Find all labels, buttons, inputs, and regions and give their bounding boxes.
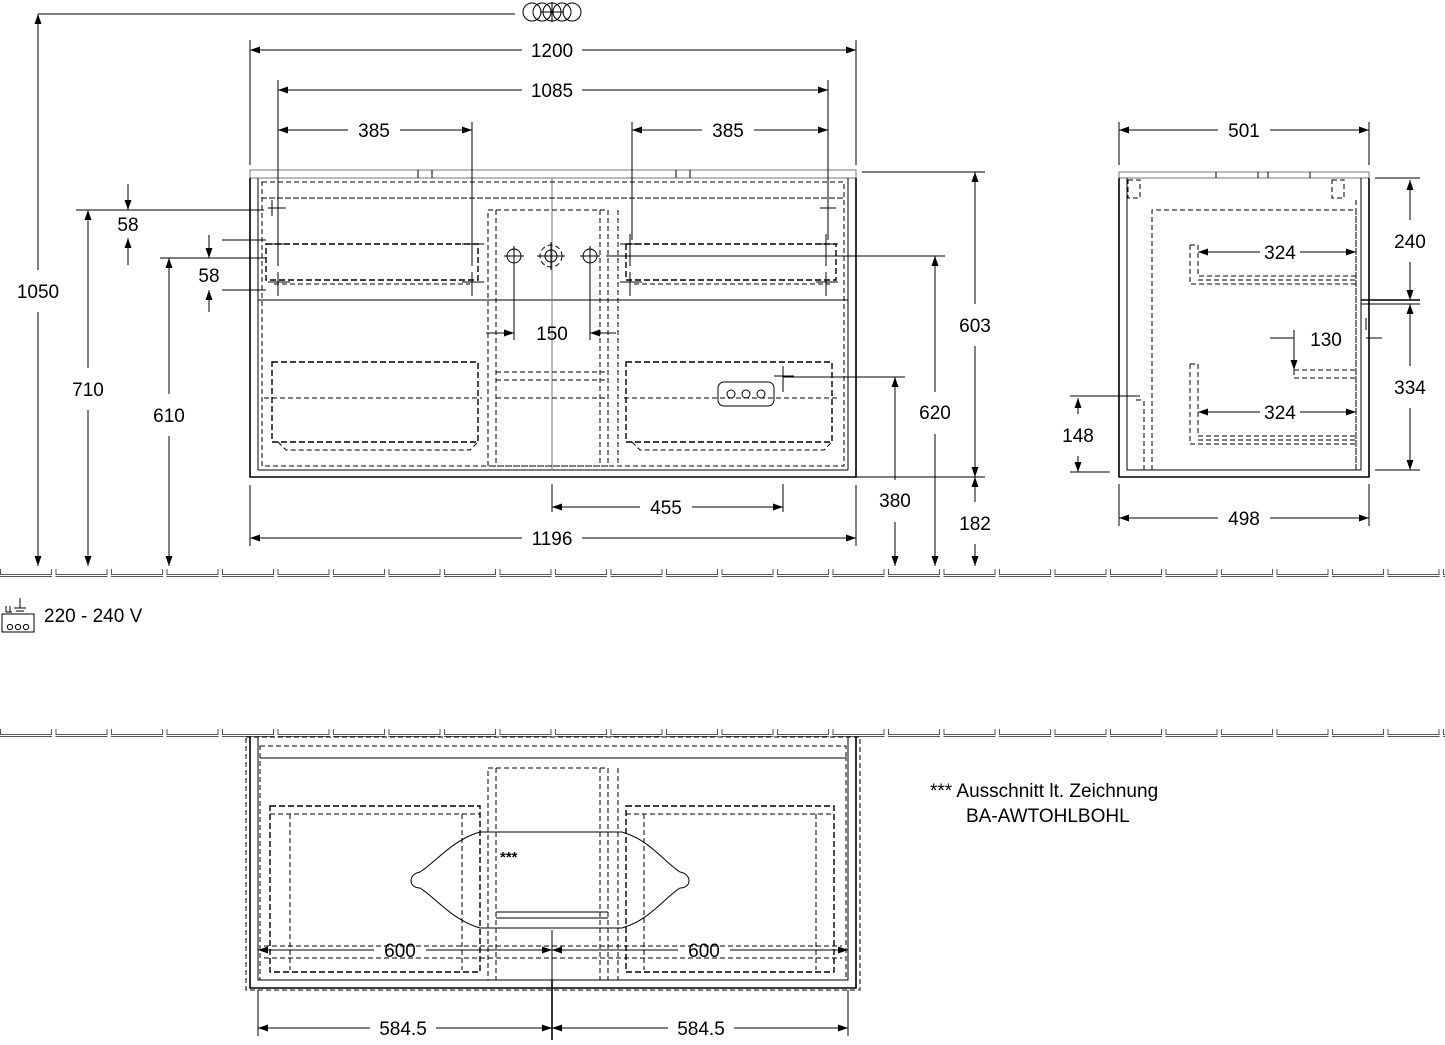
siphon-connection-icon bbox=[504, 242, 600, 270]
dim-cut-left: 584.5 bbox=[379, 1019, 427, 1040]
dim-socket-height: 148 bbox=[1062, 426, 1094, 447]
dim-socket-offset: 455 bbox=[650, 498, 682, 519]
dim-width-bottom: 1196 bbox=[532, 529, 573, 550]
dim-depth-bottom: 498 bbox=[1228, 509, 1260, 530]
dim-width-inner: 1085 bbox=[531, 81, 573, 102]
upper-drawer-left bbox=[265, 243, 479, 281]
top-dimensions bbox=[257, 946, 849, 1036]
dim-drawer-left: 385 bbox=[358, 121, 390, 142]
power-supply-icon bbox=[1, 598, 35, 633]
dim-top-height: 240 bbox=[1394, 232, 1426, 253]
note-line-1: *** Ausschnitt lt. Zeichnung bbox=[930, 781, 1158, 802]
front-dimensions bbox=[34, 13, 985, 566]
dim-offset-a: 58 bbox=[117, 215, 138, 236]
side-dimensions bbox=[1070, 122, 1420, 526]
lower-drawer-left bbox=[271, 361, 479, 443]
dim-height-610: 610 bbox=[153, 406, 185, 427]
voltage-label: 220 - 240 V bbox=[44, 606, 143, 627]
floor-line-front bbox=[0, 569, 1445, 577]
dim-cut-right: 584.5 bbox=[677, 1019, 725, 1040]
top-view bbox=[245, 736, 861, 1040]
note-line-2: BA-AWTOHLBOHL bbox=[966, 806, 1130, 827]
front-view bbox=[249, 169, 857, 478]
dim-siphon-spacing: 150 bbox=[536, 324, 568, 345]
wall-line-top bbox=[0, 729, 1445, 737]
dim-height-380: 380 bbox=[879, 491, 911, 512]
dim-drawer-depth-upper: 324 bbox=[1264, 243, 1296, 264]
power-socket-icon bbox=[717, 366, 794, 407]
dim-offset-b: 58 bbox=[198, 266, 219, 287]
dim-lower-height: 334 bbox=[1394, 378, 1426, 399]
dim-drawer-right: 385 bbox=[712, 121, 744, 142]
dim-half-left: 600 bbox=[384, 941, 416, 962]
countertop bbox=[249, 169, 857, 179]
upper-drawer-right bbox=[625, 243, 837, 281]
dim-height-603: 603 bbox=[959, 316, 991, 337]
dim-depth-top: 501 bbox=[1228, 121, 1260, 142]
basin-cutout-outline bbox=[410, 831, 690, 929]
dim-plinth-height: 182 bbox=[959, 514, 991, 535]
dim-siphon-offset: 130 bbox=[1310, 330, 1342, 351]
height-reference-icon bbox=[522, 2, 582, 22]
dim-drawer-depth-lower: 324 bbox=[1264, 403, 1296, 424]
cutout-marker: *** bbox=[500, 849, 518, 866]
dim-height-710: 710 bbox=[72, 380, 104, 401]
side-view bbox=[1118, 171, 1420, 478]
dim-width-total: 1200 bbox=[531, 41, 573, 62]
lower-drawer-right bbox=[625, 361, 833, 443]
dim-half-right: 600 bbox=[688, 941, 720, 962]
dim-overall-height: 1050 bbox=[17, 282, 59, 303]
carcass-outline bbox=[249, 178, 857, 478]
dim-height-620: 620 bbox=[919, 403, 951, 424]
